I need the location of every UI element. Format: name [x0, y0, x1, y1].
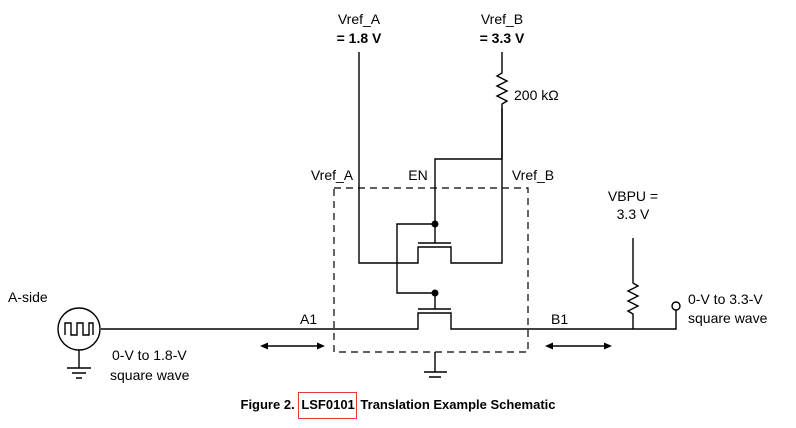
output-terminal — [671, 301, 681, 311]
ground-icon — [67, 350, 91, 379]
a-wave-line1: 0-V to 1.8-V — [112, 347, 187, 363]
vref-a-pin: Vref_A — [311, 167, 354, 183]
caption-prefix: Figure 2. — [240, 397, 295, 412]
signal-line — [101, 310, 677, 330]
vref-b-label: Vref_B — [481, 11, 523, 27]
vref-b-pin: Vref_B — [512, 167, 554, 183]
lsf0101-boundary — [333, 187, 529, 353]
b-wave-line1: 0-V to 3.3-V — [688, 291, 763, 307]
caption-suffix: Translation Example Schematic — [360, 397, 556, 412]
ground-icon — [424, 352, 447, 378]
vref-a-label: Vref_A — [338, 11, 381, 27]
b-wave-line2: square wave — [688, 310, 768, 326]
arrowheads — [545, 342, 612, 350]
figure-caption: Figure 2. LSF0101 Translation Example Sc… — [0, 392, 796, 419]
junction-dot — [431, 289, 439, 297]
square-wave-icon — [64, 322, 94, 336]
arrowheads — [260, 342, 325, 350]
a-wave-line2: square wave — [110, 367, 190, 383]
vbpu-label: VBPU = — [608, 188, 658, 204]
caption-highlight: LSF0101 — [298, 392, 357, 419]
a-side-label: A-side — [8, 289, 48, 305]
b1-label: B1 — [551, 311, 568, 327]
en-pin: EN — [408, 167, 427, 183]
pullup-resistor — [626, 238, 640, 329]
vref-a-value: = 1.8 V — [337, 30, 382, 46]
resistor-200k — [434, 52, 509, 224]
a1-label: A1 — [300, 311, 317, 327]
lower-fet-gate — [396, 223, 451, 310]
resistor-value: 200 kΩ — [514, 87, 559, 103]
vref-a-wire — [358, 52, 503, 264]
vbpu-value: 3.3 V — [617, 206, 650, 222]
vref-b-value: = 3.3 V — [480, 30, 525, 46]
